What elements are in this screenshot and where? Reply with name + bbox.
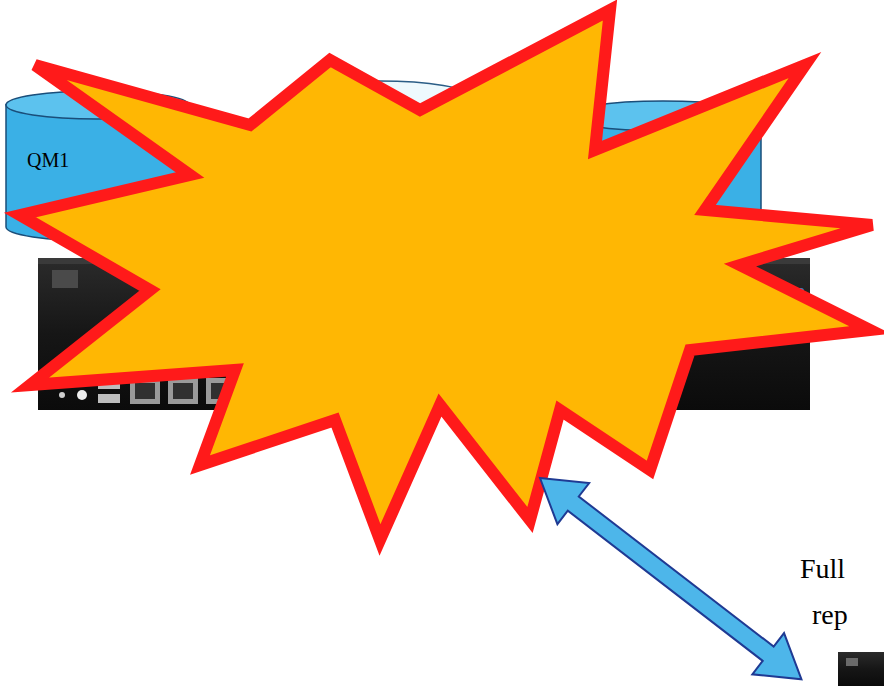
server-appliance bbox=[838, 652, 884, 686]
replication-arrow bbox=[524, 457, 817, 686]
caption-text: Full bbox=[800, 552, 845, 586]
caption-text: rep bbox=[812, 598, 848, 632]
explosion-burst bbox=[20, 10, 872, 540]
disk-label: QM1 bbox=[27, 148, 69, 172]
